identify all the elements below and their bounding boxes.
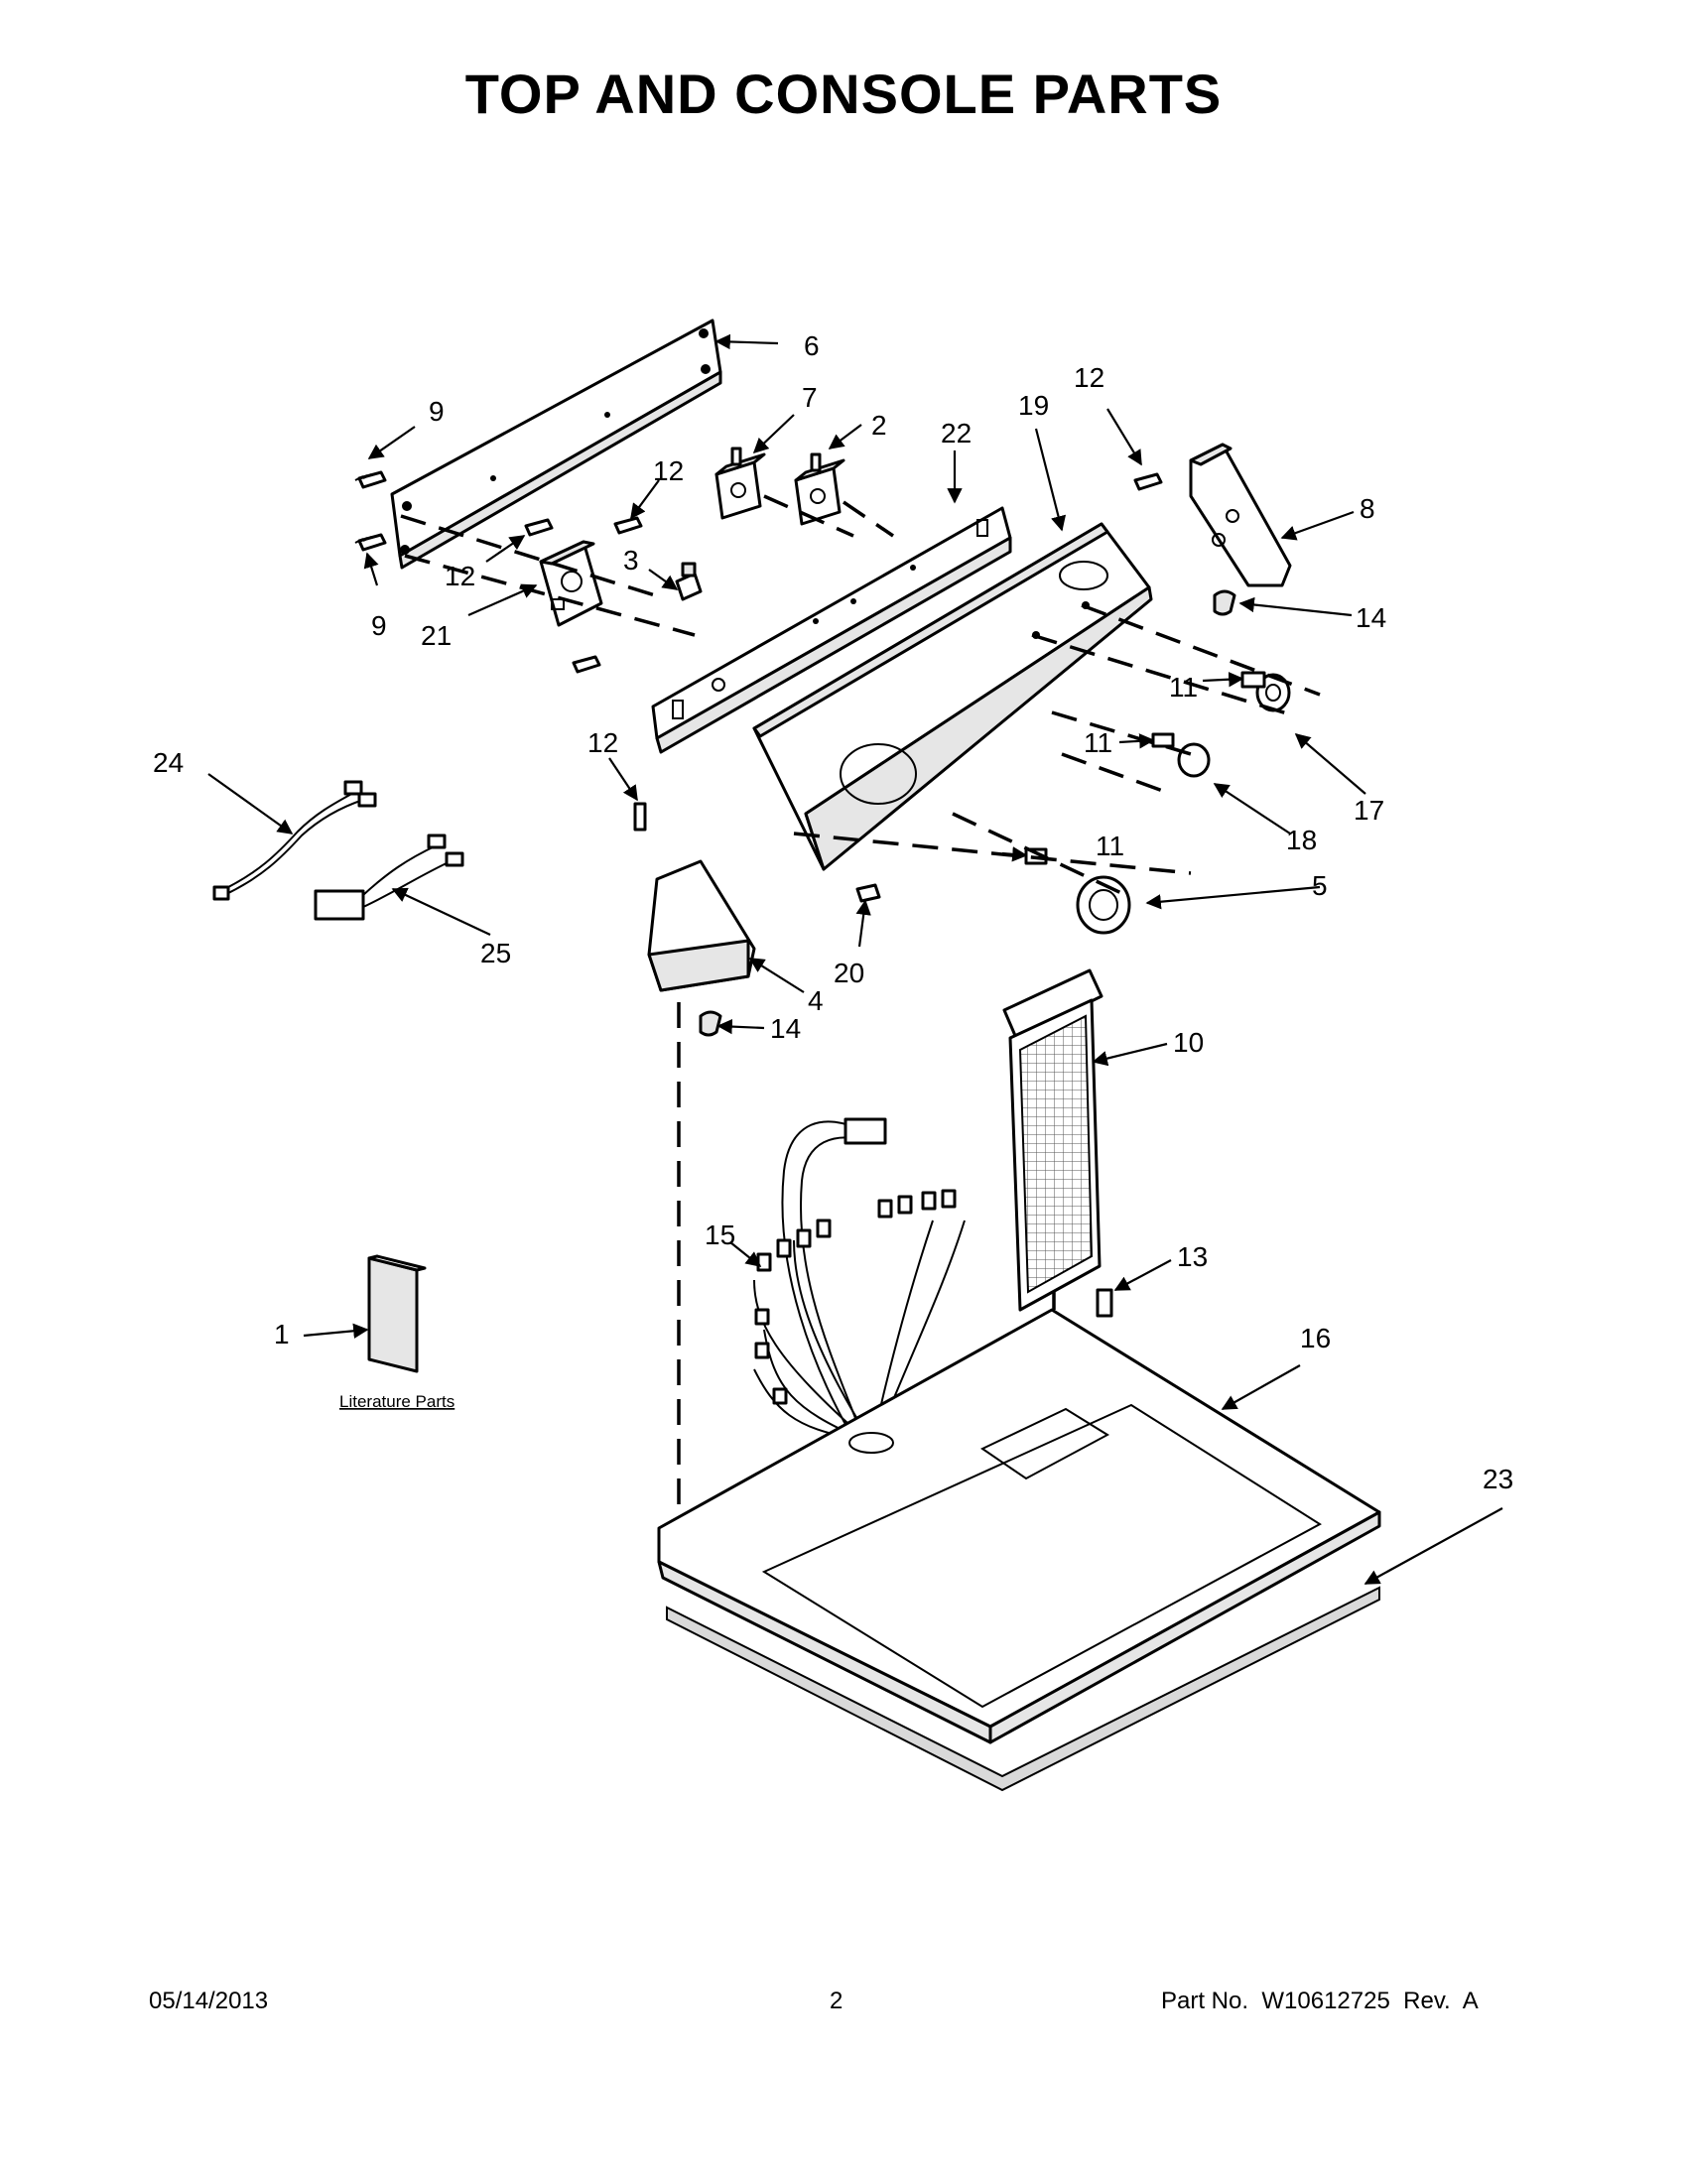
page-title: TOP AND CONSOLE PARTS: [464, 63, 1223, 125]
callout-7: 7: [802, 382, 818, 413]
callout-labels: 6 9 7 2 22 19 12 8 12 3 12 9 21 14 11 11…: [153, 330, 1513, 1494]
screw-9-upper: [354, 470, 387, 489]
lint-screen-10: [1002, 968, 1103, 1312]
callout-8: 8: [1360, 493, 1375, 524]
callout-9-bottom: 9: [371, 610, 387, 641]
callout-16: 16: [1300, 1323, 1331, 1353]
callout-12-top-right: 12: [1074, 362, 1104, 393]
end-cap-4: [647, 859, 756, 992]
callout-14-right: 14: [1356, 602, 1386, 633]
knob-17: [1240, 671, 1291, 712]
callout-4: 4: [808, 985, 824, 1016]
console-rear-bracket: [390, 319, 722, 570]
callout-10: 10: [1173, 1027, 1204, 1058]
screw-13: [1096, 1288, 1113, 1318]
callout-15: 15: [705, 1220, 735, 1250]
callout-17: 17: [1354, 795, 1384, 826]
main-wire-harness-15: [753, 1117, 966, 1440]
screw-12-a: [524, 518, 554, 537]
screw-12-c: [572, 655, 601, 674]
callout-3: 3: [623, 545, 639, 576]
literature-parts-1: [367, 1254, 427, 1373]
callout-24: 24: [153, 747, 184, 778]
footer-part-number: Part No. W10612725 Rev. A: [1161, 1988, 1479, 2014]
screw-12-b: [613, 516, 643, 535]
callout-5: 5: [1312, 870, 1328, 901]
callout-22: 22: [941, 418, 972, 449]
timer-21: [539, 540, 603, 627]
callout-2: 2: [871, 410, 887, 441]
callout-19: 19: [1018, 390, 1049, 421]
top-panel-16: [657, 1308, 1381, 1744]
callout-11-top: 11: [1169, 672, 1198, 703]
clip-14-right: [1213, 589, 1236, 616]
callout-9-top: 9: [429, 396, 445, 427]
callout-14-left: 14: [770, 1013, 801, 1044]
callout-12-mid: 12: [653, 455, 684, 486]
callout-25: 25: [480, 938, 511, 968]
footer-date: 05/14/2013: [149, 1988, 269, 2014]
callout-23: 23: [1483, 1464, 1513, 1494]
assembly-guide-lines: [400, 494, 1321, 1538]
callout-21: 21: [421, 620, 452, 651]
callout-20: 20: [834, 958, 864, 988]
knob-18: [1151, 732, 1211, 778]
callout-12-left: 12: [445, 561, 475, 591]
screw-12-e: [1133, 472, 1163, 491]
switch-2: [794, 452, 845, 526]
literature-label: Literature Parts: [339, 1392, 454, 1411]
console-19: [752, 522, 1153, 871]
gasket-23: [666, 1586, 1380, 1792]
wire-harness-24: [212, 780, 377, 901]
leader-lines: [207, 333, 1503, 1585]
callout-12-lower: 12: [587, 727, 618, 758]
callout-11-bottom: 11: [1096, 831, 1124, 861]
callout-1: 1: [274, 1319, 290, 1349]
screw-20: [855, 883, 881, 903]
control-panel-22: [651, 506, 1012, 754]
switch-7: [714, 447, 766, 520]
clip-14-left: [699, 1010, 722, 1037]
callout-13: 13: [1177, 1241, 1208, 1272]
wire-harness-25: [314, 834, 464, 921]
callout-6: 6: [804, 330, 820, 361]
callout-11-mid: 11: [1084, 727, 1112, 758]
screw-12-d: [633, 802, 647, 832]
callout-18: 18: [1286, 825, 1317, 855]
footer-page-number: 2: [830, 1988, 844, 2014]
end-cap-8: [1189, 443, 1292, 587]
switch-3: [675, 562, 703, 601]
screw-9-lower: [354, 533, 387, 552]
